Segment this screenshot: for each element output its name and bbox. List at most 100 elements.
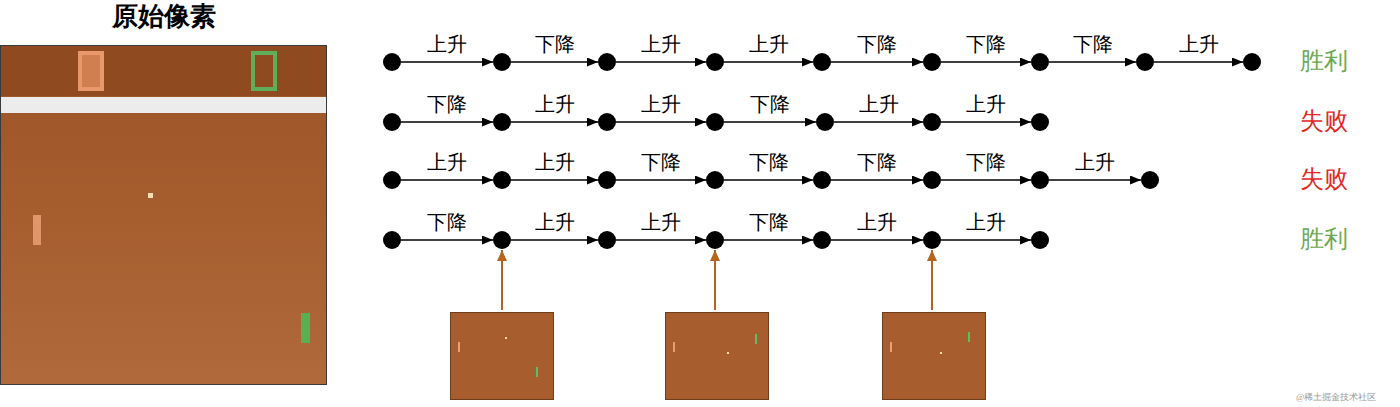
screenshot-heading: 原始像素 (0, 0, 328, 34)
state-dot (1031, 113, 1049, 131)
game-screenshot: 原始像素 (0, 0, 328, 386)
action-label: 下降 (855, 33, 899, 55)
action-label: 上升 (747, 33, 791, 55)
pong-frame (0, 45, 327, 385)
action-label: 下降 (964, 151, 1008, 173)
state-dot (813, 171, 831, 189)
action-label: 上升 (425, 151, 469, 173)
transition-arrow (401, 121, 493, 123)
state-dot (923, 231, 941, 249)
action-label: 上升 (533, 211, 577, 233)
state-dot (598, 231, 616, 249)
pong-screenshot (0, 45, 327, 385)
state-dot (1141, 171, 1159, 189)
transition-arrow (616, 239, 706, 241)
action-label: 上升 (425, 33, 469, 55)
action-label: 下降 (964, 33, 1008, 55)
frame-arrow (501, 250, 503, 310)
action-label: 上升 (1177, 33, 1221, 55)
transition-arrow (724, 179, 813, 181)
transition-arrow (1049, 179, 1141, 181)
transition-arrow (724, 239, 813, 241)
state-dot (1031, 53, 1049, 71)
pong-thumbnail (665, 312, 769, 400)
transition-arrow (401, 239, 493, 241)
action-label: 下降 (747, 151, 791, 173)
state-dot (598, 113, 616, 131)
state-dot (706, 231, 724, 249)
transition-arrow (831, 179, 923, 181)
frame-thumbnail (882, 312, 986, 400)
frame-arrow (931, 250, 933, 310)
state-dot (816, 113, 834, 131)
frame-thumbnail (450, 312, 554, 400)
watermark: @稀土掘金技术社区 (1296, 390, 1376, 405)
action-label: 下降 (639, 151, 683, 173)
action-label: 上升 (855, 211, 899, 233)
state-dot (923, 171, 941, 189)
state-dot (598, 53, 616, 71)
state-dot (383, 171, 401, 189)
transition-arrow (401, 61, 493, 63)
transition-arrow (401, 179, 493, 181)
outcome-label: 失败 (1300, 106, 1348, 136)
action-label: 上升 (964, 93, 1008, 115)
action-label: 上升 (639, 93, 683, 115)
state-dot (923, 113, 941, 131)
action-label: 上升 (857, 93, 901, 115)
action-label: 下降 (855, 151, 899, 173)
transition-arrow (724, 121, 816, 123)
transition-arrow (616, 179, 706, 181)
state-dot (493, 53, 511, 71)
transition-arrow (831, 239, 923, 241)
state-dot (706, 113, 724, 131)
state-dot (383, 231, 401, 249)
state-dot (923, 53, 941, 71)
state-dot (1136, 53, 1154, 71)
action-label: 上升 (533, 151, 577, 173)
state-dot (1031, 171, 1049, 189)
state-dot (493, 231, 511, 249)
pong-thumbnail (450, 312, 554, 400)
frame-thumbnail (665, 312, 769, 400)
action-label: 上升 (964, 211, 1008, 233)
frame-arrow (714, 250, 716, 310)
action-label: 下降 (747, 211, 791, 233)
action-label: 上升 (533, 93, 577, 115)
state-dot (813, 53, 831, 71)
state-dot (706, 171, 724, 189)
action-label: 下降 (533, 33, 577, 55)
action-label: 上升 (639, 211, 683, 233)
state-dot (383, 113, 401, 131)
state-dot (493, 113, 511, 131)
action-label: 上升 (1073, 151, 1117, 173)
state-dot (598, 171, 616, 189)
outcome-label: 胜利 (1300, 224, 1348, 254)
transition-arrow (511, 61, 598, 63)
action-label: 下降 (748, 93, 792, 115)
state-dot (493, 171, 511, 189)
transition-arrow (1154, 61, 1243, 63)
action-label: 下降 (425, 211, 469, 233)
transition-arrow (831, 61, 923, 63)
transition-arrow (511, 179, 598, 181)
transition-arrow (941, 121, 1031, 123)
transition-arrow (616, 61, 706, 63)
state-dot (1243, 53, 1261, 71)
state-dot (813, 231, 831, 249)
action-label: 上升 (639, 33, 683, 55)
transition-arrow (941, 239, 1031, 241)
state-dot (1031, 231, 1049, 249)
action-label: 下降 (425, 93, 469, 115)
transition-arrow (941, 61, 1031, 63)
transition-arrow (834, 121, 923, 123)
pong-thumbnail (882, 312, 986, 400)
transition-arrow (616, 121, 706, 123)
outcome-label: 胜利 (1300, 46, 1348, 76)
outcome-label: 失败 (1300, 164, 1348, 194)
transition-arrow (511, 239, 598, 241)
transition-arrow (941, 179, 1031, 181)
state-dot (706, 53, 724, 71)
transition-arrow (511, 121, 598, 123)
